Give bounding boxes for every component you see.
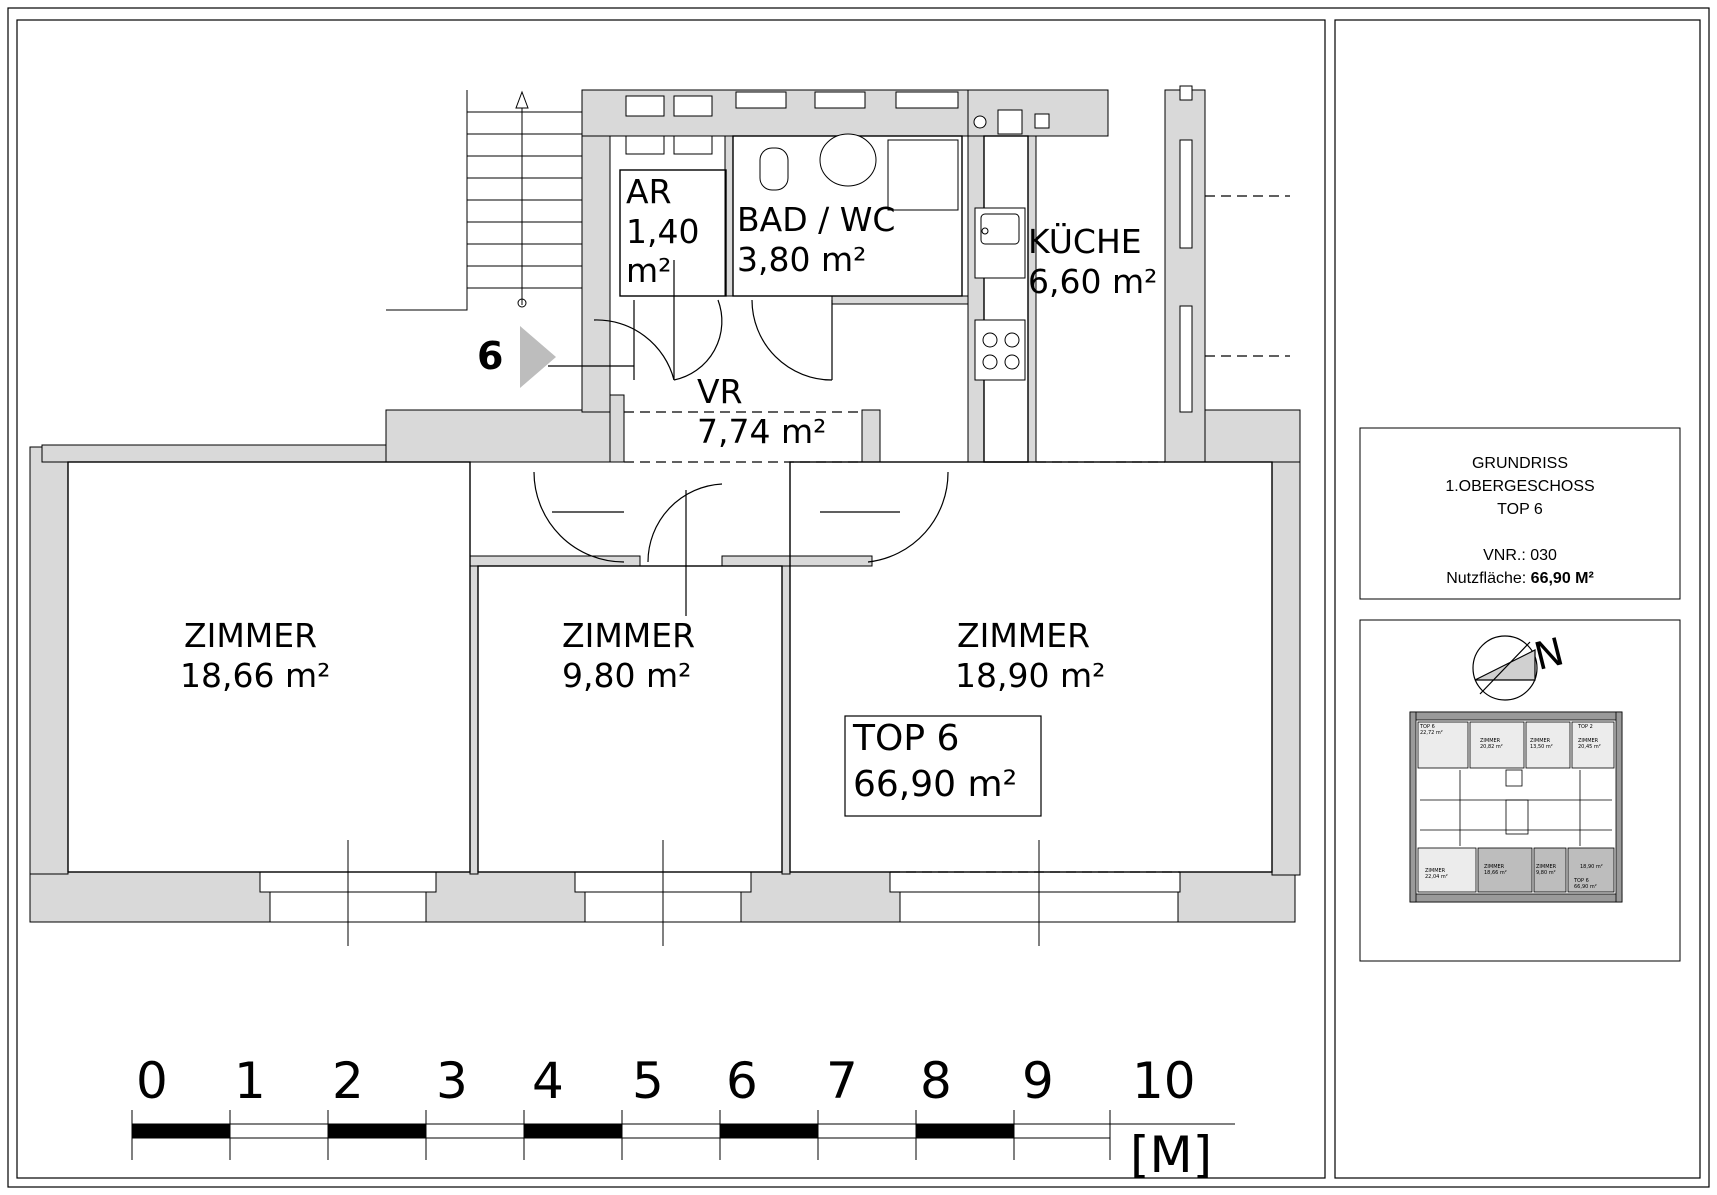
key-label-9: 18,90 m² bbox=[1580, 864, 1603, 870]
dashed-lines bbox=[624, 195, 1290, 873]
title-line2: 1.OBERGESCHOSS bbox=[1445, 478, 1595, 495]
scale-tick-10: 10 bbox=[1132, 1052, 1196, 1110]
scale-bar bbox=[131, 1110, 1235, 1160]
title-line1: GRUNDRISS bbox=[1471, 455, 1568, 472]
scale-tick-9: 9 bbox=[1022, 1052, 1054, 1110]
room-zimmer2-name: ZIMMER bbox=[562, 616, 696, 655]
room-bad-area: 3,80 m² bbox=[737, 239, 867, 279]
room-kueche-name: KÜCHE bbox=[1028, 222, 1142, 261]
scale-tick-0: 0 bbox=[136, 1052, 168, 1110]
drawing-frame bbox=[16, 19, 1326, 1179]
entrance-number: 6 bbox=[477, 334, 504, 378]
room-ar-unit: m² bbox=[626, 251, 672, 291]
room-ar-area: 1,40 bbox=[626, 211, 700, 251]
scale-tick-7: 7 bbox=[826, 1052, 858, 1110]
room-ar-label: AR 1,40 m² bbox=[626, 172, 699, 291]
fixtures bbox=[625, 91, 1050, 381]
room-kueche-area: 6,60 m² bbox=[1028, 261, 1158, 301]
room-bad-label: BAD / WC 3,80 m² bbox=[737, 200, 895, 279]
room-ar-name: AR bbox=[626, 172, 672, 211]
title-vnr: VNR.: 030 bbox=[1483, 547, 1557, 564]
nutzflaeche-label: Nutzfläche: bbox=[1446, 570, 1531, 587]
scale-tick-1: 1 bbox=[234, 1052, 266, 1110]
room-zimmer3-area: 18,90 m² bbox=[955, 655, 1106, 695]
room-zimmer1-label: ZIMMER 18,66 m² bbox=[180, 616, 330, 695]
entrance-arrow-icon bbox=[520, 326, 556, 388]
window-axes bbox=[347, 840, 1040, 946]
scale-tick-2: 2 bbox=[332, 1052, 364, 1110]
room-zimmer3-name: ZIMMER bbox=[957, 616, 1091, 655]
title-block: GRUNDRISS 1.OBERGESCHOSS TOP 6 VNR.: 030… bbox=[1360, 452, 1680, 590]
unit-box-area: 66,90 m² bbox=[853, 764, 1018, 805]
scale-tick-4: 4 bbox=[532, 1052, 564, 1110]
nutzflaeche-value: 66,90 M² bbox=[1530, 570, 1594, 587]
window-frames-right bbox=[1179, 85, 1193, 413]
key-label-4: TOP 2 bbox=[1578, 724, 1593, 730]
staircase bbox=[386, 90, 583, 311]
room-bad-name: BAD / WC bbox=[737, 200, 896, 239]
unit-box-label: TOP 6 66,90 m² bbox=[853, 716, 1017, 808]
scale-tick-5: 5 bbox=[632, 1052, 664, 1110]
outer-frame bbox=[7, 7, 1710, 1188]
room-zimmer3-label: ZIMMER 18,90 m² bbox=[955, 616, 1105, 695]
key-plan-frame bbox=[1359, 619, 1681, 962]
room-zimmer2-label: ZIMMER 9,80 m² bbox=[562, 616, 695, 695]
title-block-frame bbox=[1359, 427, 1681, 600]
key-plan-drawing bbox=[1409, 711, 1623, 903]
room-kueche-label: KÜCHE 6,60 m² bbox=[1028, 222, 1157, 301]
title-nutzflaeche: Nutzfläche: 66,90 M² bbox=[1360, 567, 1680, 590]
scale-tick-6: 6 bbox=[726, 1052, 758, 1110]
scale-unit: [M] bbox=[1130, 1126, 1213, 1184]
room-zimmer1-name: ZIMMER bbox=[184, 616, 318, 655]
title-spacer bbox=[1360, 521, 1680, 544]
scale-tick-3: 3 bbox=[436, 1052, 468, 1110]
north-arrow-icon bbox=[1472, 635, 1538, 701]
scale-tick-8: 8 bbox=[920, 1052, 952, 1110]
windows bbox=[259, 871, 1181, 923]
room-vr-name: VR bbox=[697, 372, 743, 411]
doors bbox=[533, 260, 949, 616]
title-line3: TOP 6 bbox=[1497, 501, 1543, 518]
room-zimmer1-area: 18,66 m² bbox=[180, 655, 331, 695]
side-frame bbox=[1334, 19, 1701, 1179]
room-vr-label: VR 7,74 m² bbox=[697, 372, 826, 451]
room-zimmer2-area: 9,80 m² bbox=[562, 655, 692, 695]
room-vr-area: 7,74 m² bbox=[697, 411, 827, 451]
unit-box-name: TOP 6 bbox=[853, 718, 960, 759]
unit-box-frame bbox=[844, 715, 1042, 817]
